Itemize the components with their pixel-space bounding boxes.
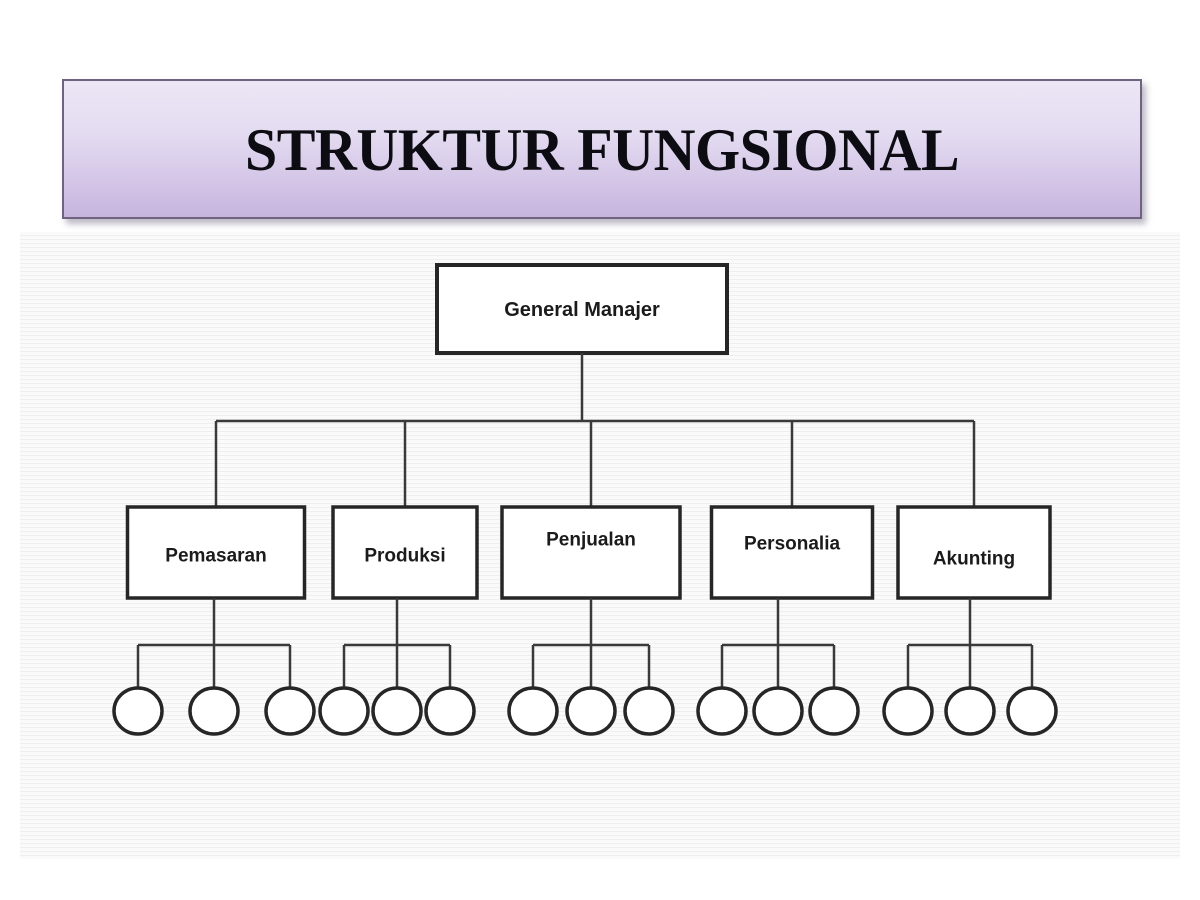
subordinate-circle-personalia-1 [696,686,748,736]
subordinate-circle-penjualan-2 [565,686,617,736]
subordinate-circle-akunting-2 [944,686,996,736]
subordinate-circle-penjualan-3 [623,686,675,736]
org-node-label-akunting: Akunting [933,549,1015,570]
subordinate-circle-akunting-1 [882,686,934,736]
org-node-akunting [896,505,1052,600]
subordinate-circle-personalia-2 [752,686,804,736]
org-node-penjualan [500,505,682,600]
org-node-label-personalia: Personalia [744,534,841,555]
subordinate-circle-personalia-3 [808,686,860,736]
subordinate-circle-produksi-1 [318,686,370,736]
org-node-label-penjualan: Penjualan [546,530,636,551]
subordinate-circle-penjualan-1 [507,686,559,736]
slide-title: STRUKTUR FUNGSIONAL [245,115,960,183]
org-node-label-produksi: Produksi [364,546,445,567]
org-node-label-general-manajer: General Manajer [504,299,660,321]
org-node-pemasaran [125,505,307,600]
subordinate-circle-akunting-3 [1006,686,1058,736]
subordinate-circle-produksi-3 [424,686,476,736]
org-node-label-pemasaran: Pemasaran [165,546,266,567]
subordinate-circle-pemasaran-1 [112,686,164,736]
subordinate-circle-pemasaran-3 [264,686,316,736]
org-node-produksi [331,505,479,600]
subordinate-circle-pemasaran-2 [188,686,240,736]
subordinate-circle-produksi-2 [371,686,423,736]
title-banner: STRUKTUR FUNGSIONAL [62,79,1142,219]
org-node-personalia [709,505,875,600]
